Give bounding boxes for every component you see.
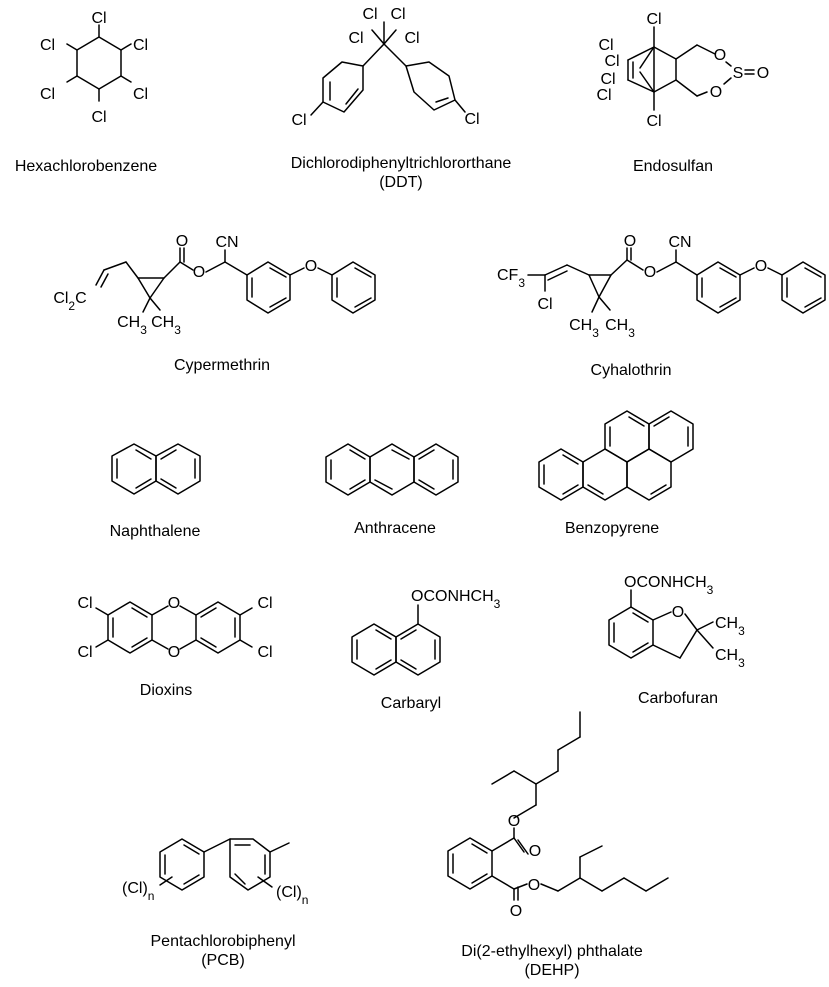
compound-caption-pcb: Pentachlorobiphenyl (PCB) [151,932,296,970]
pcb-structure: (Cl)n (Cl)n [122,838,308,907]
atom-label-o: O [176,233,188,250]
atom-label-ch3: CH3 [715,647,745,670]
compound-name-dehp: Di(2-ethylhexyl) phthalate [461,943,643,960]
compound-name-endosulfan: Endosulfan [632,158,714,175]
compound-name-benzopyrene: Benzopyrene [564,520,660,537]
atom-label-cl: Cl [464,111,479,128]
atom-label-cl: Cl [537,296,552,313]
compound-name-anthracene: Anthracene [354,520,436,537]
atom-label-o: O [305,258,317,275]
benzopyrene-structure [538,410,694,501]
atom-label-cl: Cl [604,53,619,70]
atom-label-cl: Cl [91,10,106,27]
atom-label-s: S [733,65,744,82]
compound-name-ddt: Dichlorodiphenyltrichlororthane [290,155,512,172]
compound-abbr-pcb: (PCB) [201,952,245,969]
atom-label-cl: Cl [91,109,106,126]
atom-label-o: O [510,903,522,920]
compound-name-dioxins: Dioxins [139,682,193,699]
atom-label-cl-n: (Cl)n [276,884,308,907]
atom-label-cl2c: Cl2C [53,290,86,313]
carbofuran-structure: OCONHCH3 O CH3 CH3 [608,574,745,670]
compound-name-hexachlorobenzene: Hexachlorobenzene [14,158,158,175]
atom-label-o: O [624,233,636,250]
anthracene-structure [325,443,459,496]
naphthalene-structure [111,443,201,495]
atom-label-o: O [710,84,722,101]
atom-label-cl: Cl [77,644,92,661]
compound-name-carbaryl: Carbaryl [380,695,442,712]
atom-label-cl: Cl [40,37,55,54]
endosulfan-structure: O S O O Cl Cl Cl Cl Cl Cl [596,11,769,130]
compound-name-pcb: Pentachlorobiphenyl [150,933,296,950]
atom-label-cn: CN [668,234,691,251]
atom-label-o: O [644,264,656,281]
compound-abbr-dehp: (DEHP) [524,962,580,979]
compound-caption-ddt: Dichlorodiphenyltrichlororthane (DDT) [291,154,512,192]
atom-label-cn: CN [215,234,238,251]
atom-label-o: O [168,644,180,661]
atom-label-cl: Cl [598,37,613,54]
ddt-structure: Cl Cl Cl Cl Cl Cl [291,6,479,129]
atom-label-cl: Cl [133,37,148,54]
atom-label-cl-n: (Cl)n [122,880,154,903]
dioxins-structure: O O Cl Cl Cl Cl [77,595,272,661]
hexachlorobenzene-structure: Cl Cl Cl Cl Cl Cl [40,10,148,126]
atom-label-o: O [193,264,205,281]
atom-label-ch3: CH3 [569,317,599,340]
compound-name-naphthalene: Naphthalene [109,523,201,540]
atom-label-o: O [672,604,684,621]
atom-label-ch3: CH3 [715,615,745,638]
compound-name-cypermethrin: Cypermethrin [173,357,271,374]
atom-label-ch3: CH3 [151,314,181,337]
atom-label-o: O [508,813,520,830]
compound-name-cyhalothrin: Cyhalothrin [590,362,672,379]
atom-label-o: O [529,843,541,860]
compound-caption-dehp: Di(2-ethylhexyl) phthalate (DEHP) [461,942,642,980]
atom-label-cl: Cl [646,11,661,28]
atom-label-cl: Cl [257,595,272,612]
atom-label-cl: Cl [77,595,92,612]
atom-label-o: O [714,47,726,64]
compound-abbr-ddt: (DDT) [379,174,423,191]
atom-label-cf3: CF3 [497,267,525,290]
dehp-structure: O O O O [447,711,669,920]
atom-label-cl: Cl [404,30,419,47]
atom-label-ch3: CH3 [117,314,147,337]
atom-label-cl: Cl [362,6,377,23]
cypermethrin-structure: O O CN O Cl2C CH3 CH3 [53,233,376,337]
atom-label-ch3: CH3 [605,317,635,340]
atom-label-ocon: OCONHCH3 [411,588,501,611]
atom-label-cl: Cl [600,71,615,88]
atom-label-cl: Cl [291,112,306,129]
atom-label-cl: Cl [133,86,148,103]
atom-label-o: O [757,65,769,82]
atom-label-o: O [528,877,540,894]
carbaryl-structure: OCONHCH3 [351,588,501,676]
atom-label-cl: Cl [390,6,405,23]
atom-label-cl: Cl [257,644,272,661]
atom-label-cl: Cl [646,113,661,130]
cyhalothrin-structure: O O CN O CF3 Cl CH3 CH3 [497,233,826,340]
atom-label-o: O [168,595,180,612]
atom-label-cl: Cl [596,87,611,104]
atom-label-cl: Cl [348,30,363,47]
compound-name-carbofuran: Carbofuran [637,690,719,707]
atom-label-ocon: OCONHCH3 [624,574,714,597]
atom-label-cl: Cl [40,86,55,103]
atom-label-o: O [755,258,767,275]
